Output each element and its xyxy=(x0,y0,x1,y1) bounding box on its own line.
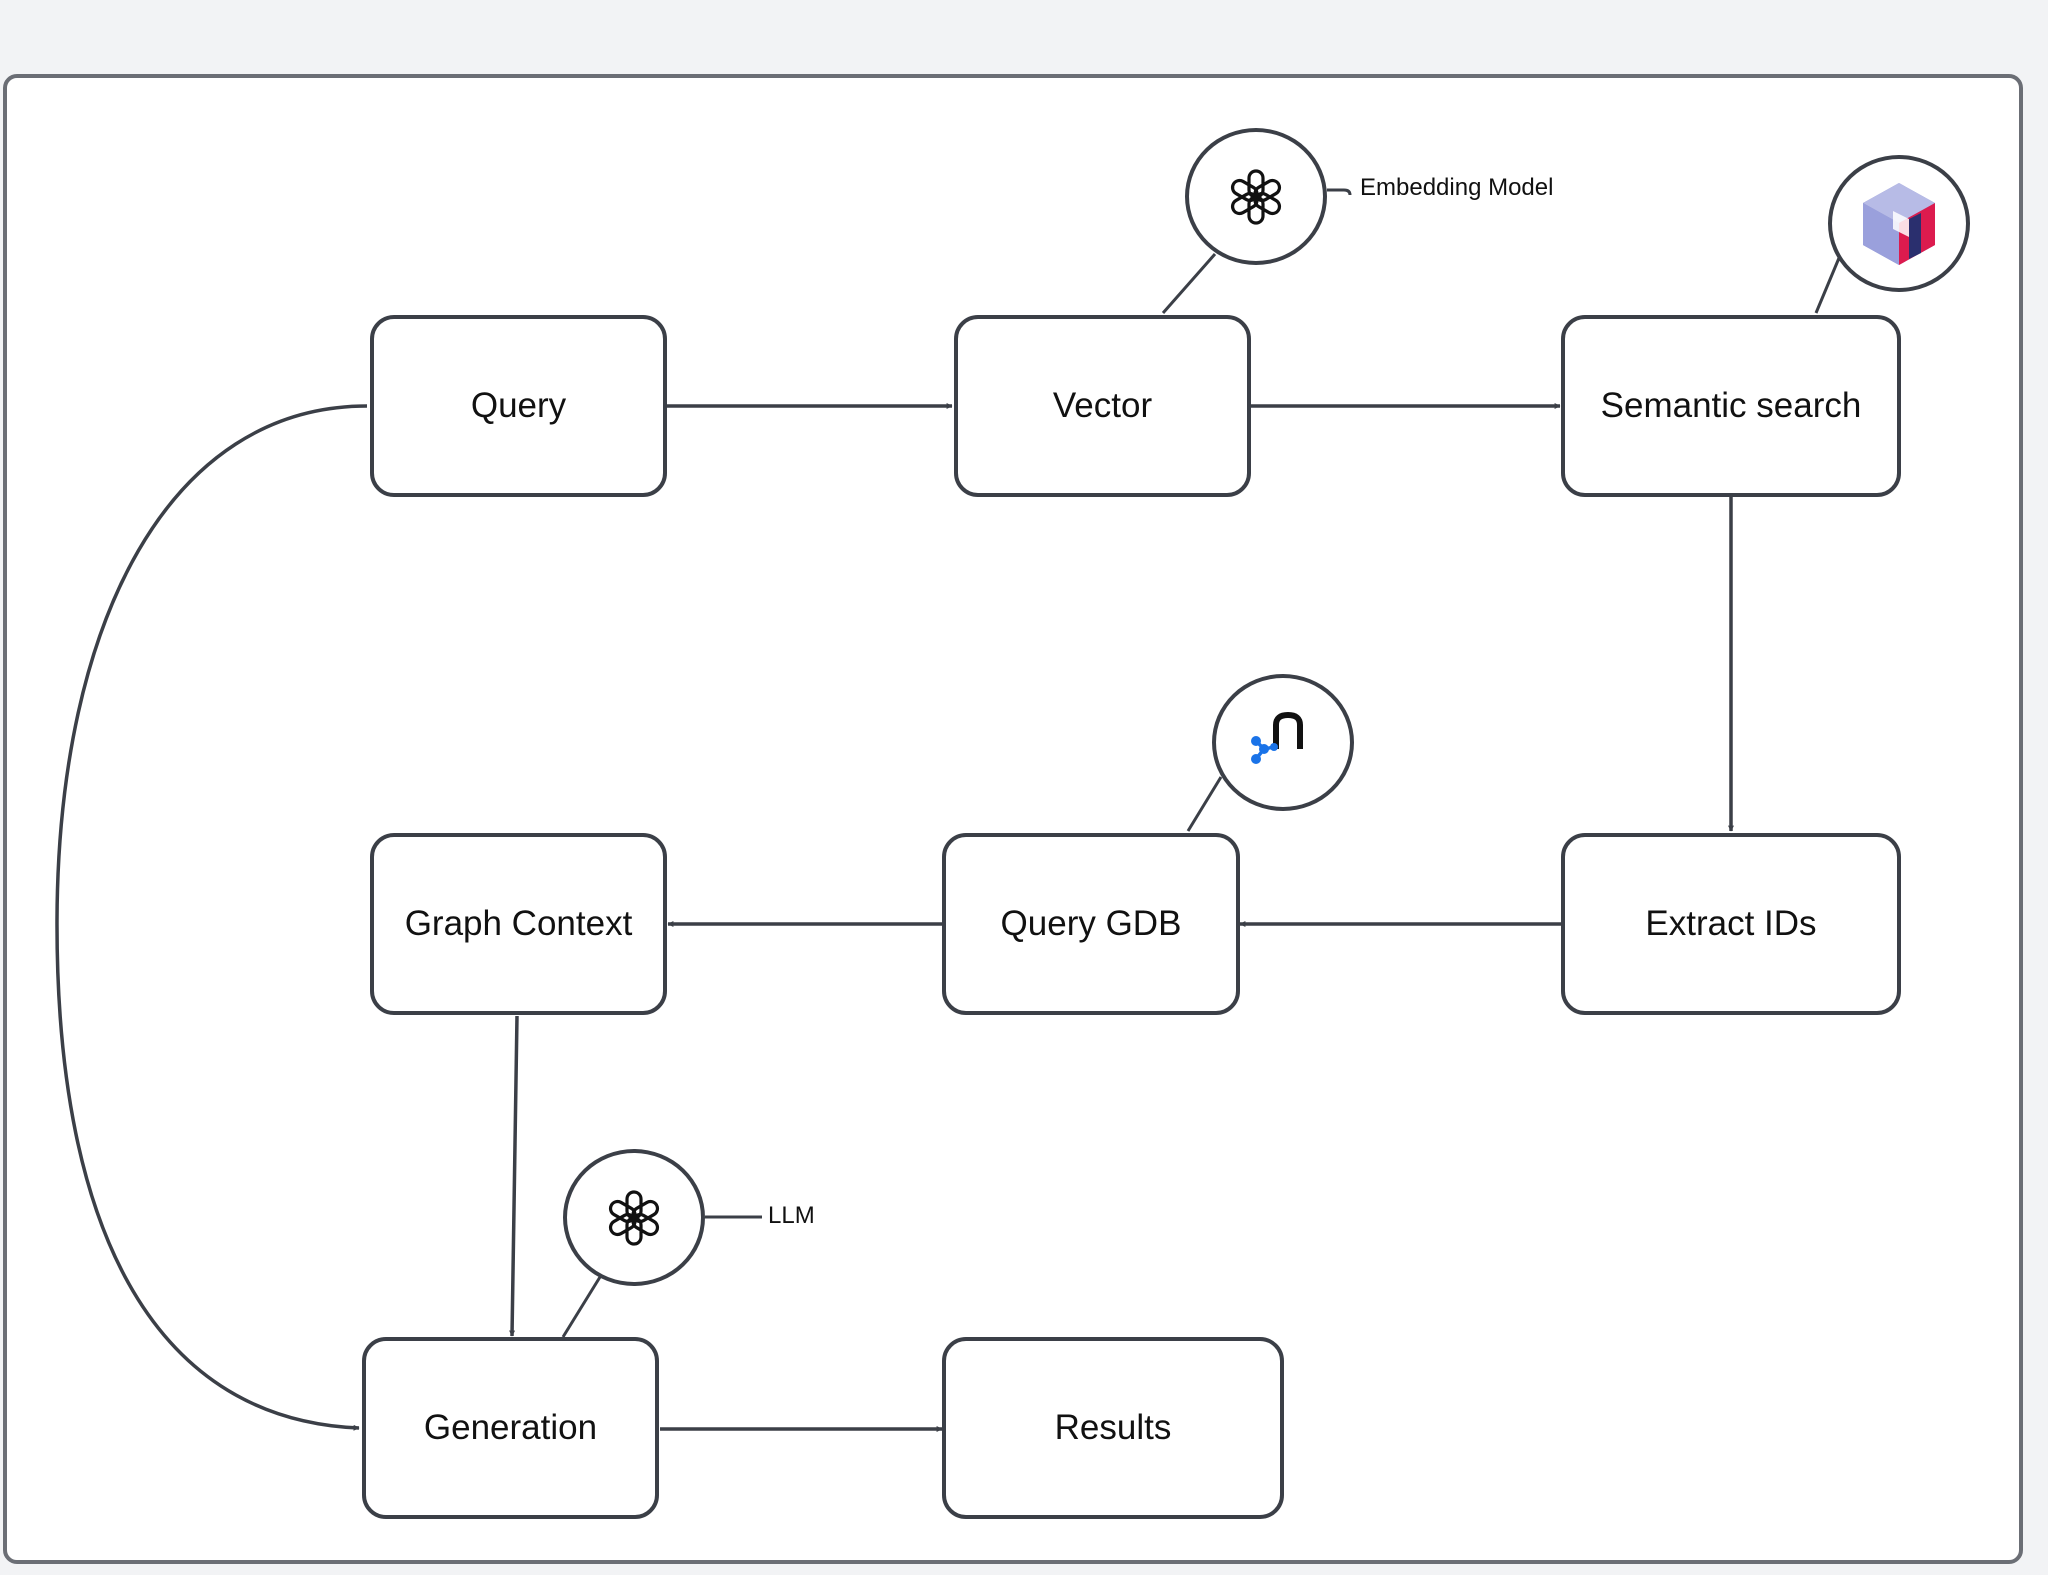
node-query-gdb-label: Query GDB xyxy=(1000,904,1182,943)
node-generation[interactable]: Generation xyxy=(362,1337,659,1519)
node-extract-ids-label: Extract IDs xyxy=(1645,904,1817,943)
llm-circle[interactable] xyxy=(563,1149,705,1286)
qdrant-logo-icon xyxy=(1863,182,1935,265)
node-results[interactable]: Results xyxy=(942,1337,1284,1519)
node-query-gdb[interactable]: Query GDB xyxy=(942,833,1240,1015)
embedding-label-connector xyxy=(1327,188,1352,196)
openai-logo-icon xyxy=(1230,168,1282,225)
node-vector[interactable]: Vector xyxy=(954,315,1251,497)
embedding-model-label: Embedding Model xyxy=(1360,174,1554,201)
embedding-connector xyxy=(1161,253,1217,314)
node-generation-label: Generation xyxy=(423,1408,598,1447)
node-results-label: Results xyxy=(1054,1408,1172,1447)
embedding-model-circle[interactable] xyxy=(1185,128,1327,265)
neo4j-logo-icon xyxy=(1251,711,1303,764)
llm-connector xyxy=(561,1276,602,1338)
node-semantic-search[interactable]: Semantic search xyxy=(1561,315,1901,497)
node-graph-context-label: Graph Context xyxy=(404,904,633,943)
llm-label: LLM xyxy=(768,1202,815,1229)
neo4j-connector xyxy=(1186,776,1223,832)
arrow-graphcontext-to-generation xyxy=(509,1015,519,1337)
qdrant-circle[interactable] xyxy=(1828,155,1970,292)
node-extract-ids[interactable]: Extract IDs xyxy=(1561,833,1901,1015)
node-semantic-search-label: Semantic search xyxy=(1600,386,1862,425)
qdrant-connector xyxy=(1814,257,1841,314)
node-graph-context[interactable]: Graph Context xyxy=(370,833,667,1015)
arrow-query-to-generation xyxy=(55,404,368,1431)
node-query[interactable]: Query xyxy=(370,315,667,497)
node-query-label: Query xyxy=(470,386,567,425)
neo4j-circle[interactable] xyxy=(1212,674,1354,811)
openai-logo-icon xyxy=(608,1189,660,1246)
node-vector-label: Vector xyxy=(1052,386,1153,425)
